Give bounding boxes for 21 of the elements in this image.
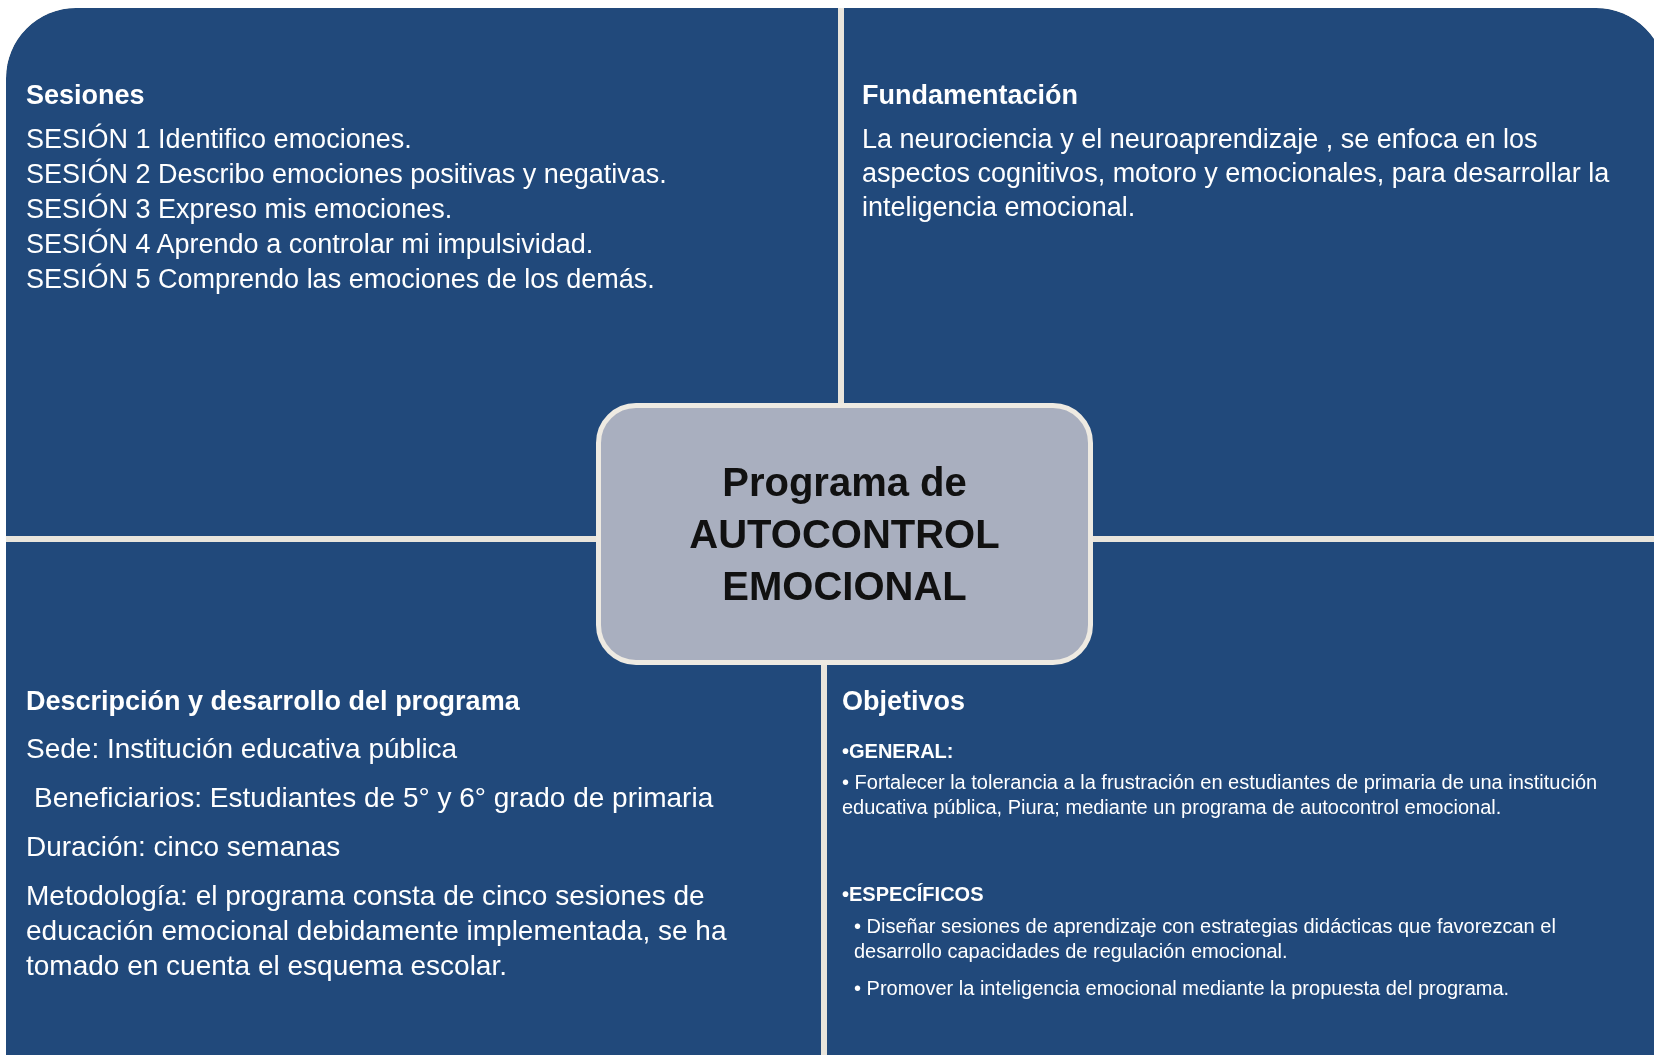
session-item: SESIÓN 2 Describo emociones positivas y negativas. (26, 157, 668, 191)
subheading: •ESPECÍFICOS (842, 882, 985, 907)
center-title: Programa de AUTOCONTROL EMOCIONAL (688, 459, 1001, 610)
subheading: •GENERAL: (842, 739, 955, 764)
section-heading: Objetivos (842, 685, 967, 718)
section-heading: Sesiones (26, 79, 146, 112)
session-item: SESIÓN 4 Aprendo a controlar mi impulsividad. (26, 227, 595, 261)
session-item: SESIÓN 3 Expreso mis emociones. (26, 192, 454, 226)
body-text: Metodología: el programa consta de cinco sesiones de educación emocional debidamente implementada, se ha tomado en cuenta el esquema escolar. (26, 879, 728, 983)
session-item: SESIÓN 1 Identifico emociones. (26, 122, 413, 156)
objective-item: • Promover la inteligencia emocional mediante la propuesta del programa. (854, 976, 1511, 1001)
objective-item: • Diseñar sesiones de aprendizaje con estrategias didácticas que favorezcan el desarrollo capacidades de regulación emocional. (854, 914, 1557, 964)
section-heading: Descripción y desarrollo del programa (26, 685, 521, 718)
body-text: Beneficiarios: Estudiantes de 5° y 6° grado de primaria (34, 781, 715, 815)
body-text: Sede: Institución educativa pública (26, 732, 459, 766)
session-item: SESIÓN 5 Comprendo las emociones de los demás. (26, 262, 656, 296)
body-text: La neurociencia y el neuroaprendizaje , se enfoca en los aspectos cognitivos, motoro y emocionales, para desarrollar la inteligencia emocional. (862, 123, 1611, 224)
center-box (596, 403, 1093, 665)
body-text: Duración: cinco semanas (26, 830, 342, 864)
objective-item: • Fortalecer la tolerancia a la frustración en estudiantes de primaria de una institución educativa pública, Piura; mediante un programa de autocontrol emocional. (842, 770, 1599, 820)
section-heading: Fundamentación (862, 79, 1079, 112)
